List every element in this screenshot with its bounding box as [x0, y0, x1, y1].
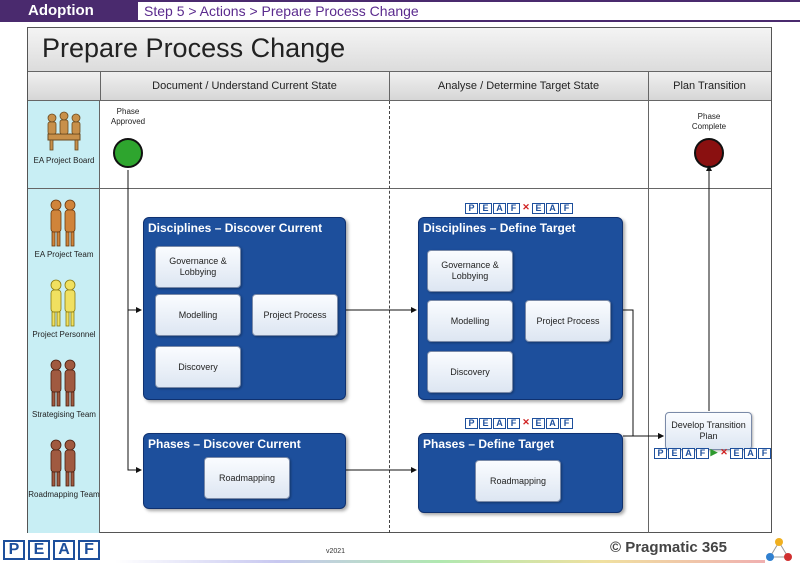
logo-cross-icon: ✕ — [522, 202, 530, 212]
logo-letter: A — [493, 203, 506, 214]
logo-letter: A — [546, 418, 559, 429]
actor-ea-project-team: EA Project Team — [28, 198, 100, 260]
logo-letter: E — [730, 448, 743, 459]
logo-letter: P — [465, 203, 478, 214]
title-bar: Prepare Process Change — [28, 28, 771, 72]
task-discovery[interactable]: Discovery — [155, 346, 241, 388]
logo-letter: A — [682, 448, 695, 459]
logo-letter: A — [546, 203, 559, 214]
task-roadmapping[interactable]: Roadmapping — [475, 460, 561, 502]
group-disciplines-define-target: Disciplines – Define Target Governance &… — [418, 217, 623, 400]
footer-divider — [115, 560, 765, 563]
group-title: Disciplines – Discover Current — [148, 221, 323, 235]
actor-label: EA Project Team — [34, 250, 94, 259]
task-project-process[interactable]: Project Process — [252, 294, 338, 336]
logo-letter: P — [654, 448, 667, 459]
start-event-label: Phase Approved — [110, 107, 146, 126]
process-diagram: Prepare Process Change Document / Unders… — [27, 27, 772, 533]
group-title: Phases – Define Target — [423, 437, 555, 451]
breadcrumb[interactable]: Step 5 > Actions > Prepare Process Chang… — [138, 0, 800, 22]
group-phases-discover-current: Phases – Discover Current Roadmapping — [143, 433, 346, 509]
task-modelling[interactable]: Modelling — [155, 294, 241, 336]
corner-header — [28, 72, 100, 101]
copyright-label: © Pragmatic 365 — [610, 539, 727, 556]
logo-letter: F — [507, 203, 520, 214]
group-disciplines-discover-current: Disciplines – Discover Current Governanc… — [143, 217, 346, 400]
logo-letter: F — [560, 203, 573, 214]
strategising-people-icon — [50, 359, 76, 407]
stage-divider — [648, 101, 649, 533]
column-divider — [100, 72, 101, 101]
task-governance-lobbying[interactable]: Governance & Lobbying — [427, 250, 513, 292]
column-divider — [648, 72, 649, 101]
actor-label: Project Personnel — [32, 330, 96, 339]
group-phases-define-target: Phases – Define Target Roadmapping — [418, 433, 623, 513]
logo-letter: F — [696, 448, 709, 459]
task-roadmapping[interactable]: Roadmapping — [204, 457, 290, 499]
diagram-title: Prepare Process Change — [42, 33, 346, 63]
section-tag: Adoption — [0, 0, 138, 22]
board-people-icon — [47, 111, 81, 151]
logo-letter: A — [744, 448, 757, 459]
end-event-label: Phase Complete — [691, 112, 727, 131]
logo-cross-icon: ✕ — [522, 417, 530, 427]
flow-connectors — [127, 165, 712, 473]
task-develop-transition-plan[interactable]: Develop Transition Plan — [665, 412, 752, 450]
roadmapping-people-icon — [50, 439, 76, 487]
logo-letter: A — [493, 418, 506, 429]
actor-label: Roadmapping Team — [28, 490, 100, 499]
actor-column — [28, 101, 100, 533]
peaf-footer-logo: P E A F — [3, 540, 100, 560]
actor-label: EA Project Board — [33, 156, 95, 165]
version-label: v2021 — [326, 548, 346, 555]
start-event[interactable] — [113, 138, 143, 168]
column-header-current: Document / Understand Current State — [100, 72, 389, 101]
group-title: Phases – Discover Current — [148, 437, 301, 451]
logo-letter: E — [479, 418, 492, 429]
group-title: Disciplines – Define Target — [423, 221, 576, 235]
stage-divider — [389, 101, 390, 533]
actor-roadmapping-team: Roadmapping Team — [28, 438, 100, 500]
column-header-target: Analyse / Determine Target State — [389, 72, 648, 101]
logo-letter: E — [532, 203, 545, 214]
logo-letter: E — [668, 448, 681, 459]
logo-letter: P — [3, 540, 25, 560]
task-discovery[interactable]: Discovery — [427, 351, 513, 393]
logo-letter: A — [53, 540, 75, 560]
column-header-transition: Plan Transition — [648, 72, 771, 101]
logo-arrow-icon: ▶ — [710, 447, 718, 457]
personnel-people-icon — [50, 279, 76, 327]
logo-letter: E — [532, 418, 545, 429]
actor-ea-project-board: EA Project Board — [28, 108, 100, 166]
actor-label: Strategising Team — [32, 410, 96, 419]
logo-letter: P — [465, 418, 478, 429]
logo-cross-icon: ✕ — [720, 447, 728, 457]
task-project-process[interactable]: Project Process — [525, 300, 611, 342]
pragmatic-logo-icon — [766, 538, 792, 561]
lane-divider — [28, 188, 771, 189]
logo-letter: F — [758, 448, 771, 459]
team-people-icon — [50, 199, 76, 247]
logo-letter: F — [560, 418, 573, 429]
logo-letter: F — [507, 418, 520, 429]
logo-letter: F — [78, 540, 100, 560]
column-divider — [389, 72, 390, 101]
logo-letter: E — [479, 203, 492, 214]
actor-project-personnel: Project Personnel — [28, 278, 100, 340]
logo-letter: E — [28, 540, 50, 560]
task-governance-lobbying[interactable]: Governance & Lobbying — [155, 246, 241, 288]
actor-strategising-team: Strategising Team — [28, 358, 100, 420]
task-modelling[interactable]: Modelling — [427, 300, 513, 342]
